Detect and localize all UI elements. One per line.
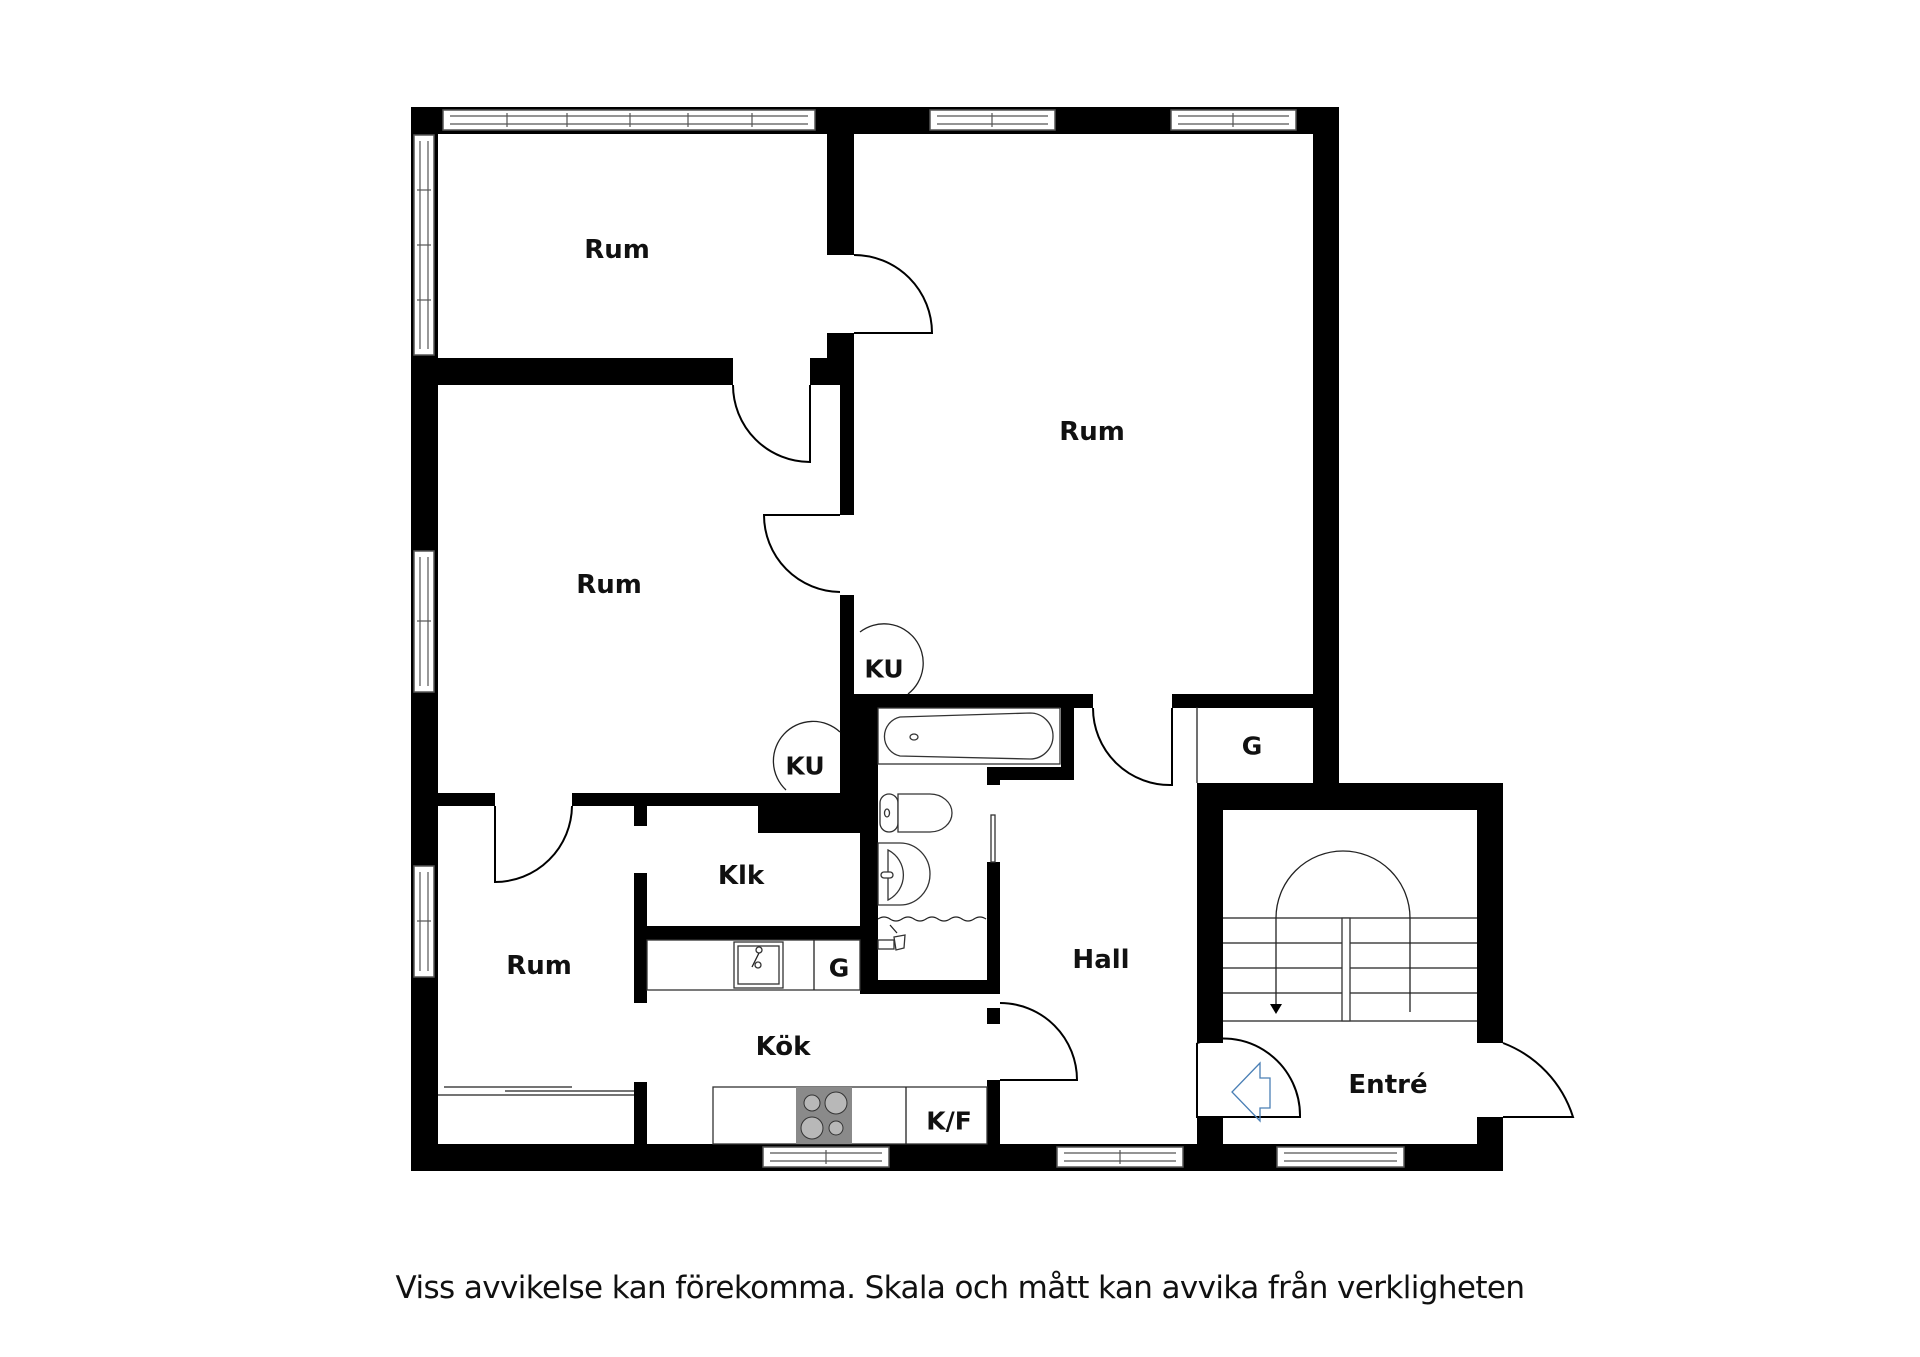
sink-icon xyxy=(877,842,931,906)
staircase xyxy=(1223,850,1477,1022)
kitchen-counter-lower xyxy=(712,1086,988,1145)
bathtub-icon xyxy=(877,707,1061,765)
fixture-label-g-hall: G xyxy=(1241,731,1263,761)
room-label-rum-top-left: Rum xyxy=(584,235,650,265)
shower-curtain xyxy=(877,916,987,922)
shower-head-icon xyxy=(877,924,906,951)
window-top-left xyxy=(442,109,816,131)
toilet-icon xyxy=(879,793,953,833)
room-label-rum-middle-left: Rum xyxy=(576,570,642,600)
window-bottom-kitchen xyxy=(762,1146,890,1168)
entry-arrow-icon xyxy=(1231,1061,1271,1123)
window-top-right xyxy=(1170,109,1297,131)
window-bottom-entre xyxy=(1276,1146,1405,1168)
room-label-hall: Hall xyxy=(1072,945,1130,975)
window-left-2 xyxy=(413,550,435,693)
room-label-entre: Entré xyxy=(1348,1070,1428,1100)
doors xyxy=(494,254,1575,1118)
window-left-1 xyxy=(413,134,435,356)
room-label-rum-large: Rum xyxy=(1059,417,1125,447)
window-left-3 xyxy=(413,865,435,978)
room-label-rum-bottom-left: Rum xyxy=(506,951,572,981)
door-jamb xyxy=(990,814,996,863)
interior-walls xyxy=(411,107,1503,1171)
room-label-kok: Kök xyxy=(755,1032,811,1062)
ku-circle-2 xyxy=(772,720,841,791)
fixture-label-kf: K/F xyxy=(926,1106,972,1136)
outer-walls xyxy=(411,107,1503,1171)
fixture-label-ku-2: KU xyxy=(785,751,825,781)
kitchen-counter-upper xyxy=(646,939,861,991)
ku-circle-1 xyxy=(859,623,924,695)
window-top-middle xyxy=(929,109,1056,131)
room-label-klk: Klk xyxy=(717,861,765,891)
fixture-label-g-kitchen: G xyxy=(828,953,850,983)
window-bottom-hall xyxy=(1056,1146,1184,1168)
fixture-label-ku-1: KU xyxy=(864,654,904,684)
disclaimer-caption: Viss avvikelse kan förekomma. Skala och … xyxy=(395,1270,1525,1306)
wardrobe xyxy=(438,1086,634,1096)
